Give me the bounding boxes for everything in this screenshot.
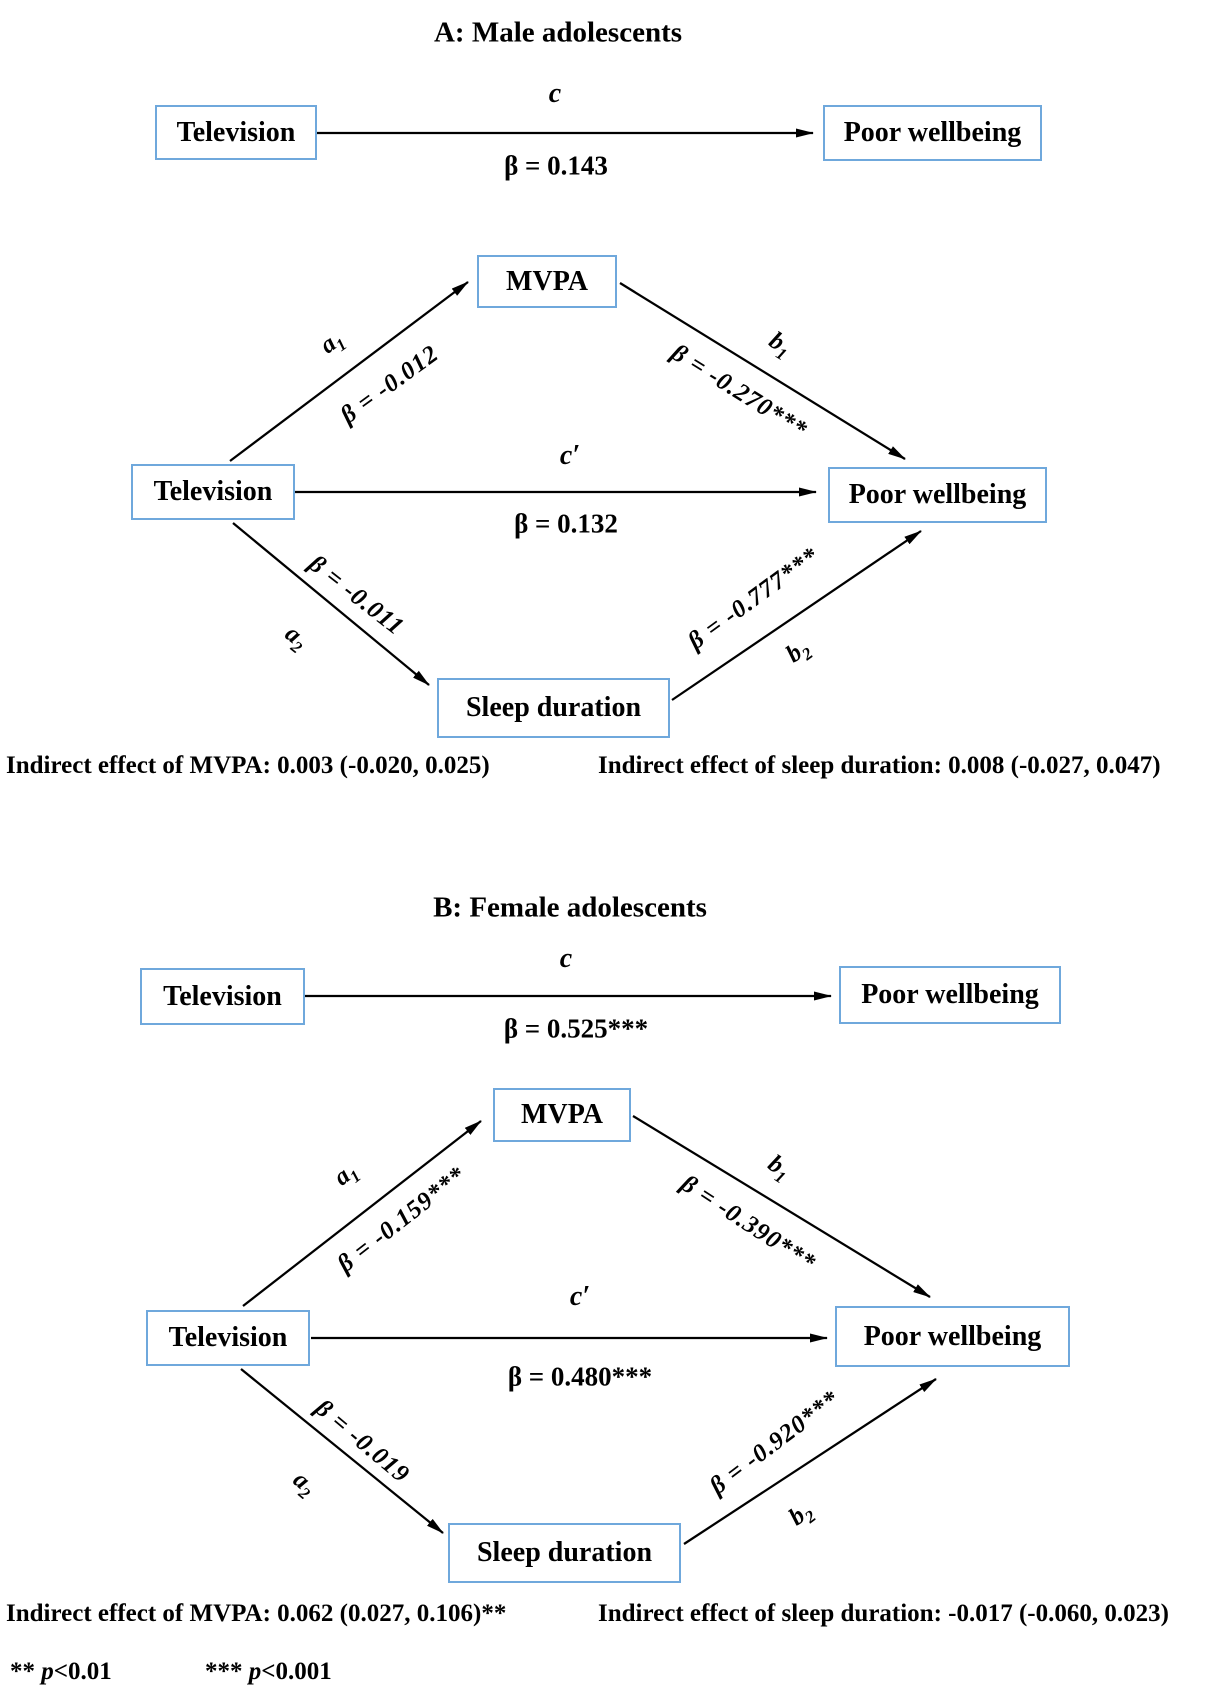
panel-a-television-box: Television bbox=[131, 464, 295, 520]
significance-note-2: ** p<0.01 bbox=[10, 1658, 112, 1686]
panel-a-indirect-sleep-text: Indirect effect of sleep duration: 0.008… bbox=[598, 752, 1161, 779]
panel-a-direct-beta: β = 0.132 bbox=[514, 508, 618, 539]
panel-b-television-box: Television bbox=[146, 1310, 310, 1366]
panel-b-path-c-label: c bbox=[559, 943, 573, 974]
panel-a-path-c-label: c bbox=[548, 78, 562, 109]
panel-b-path-b2-arrow bbox=[683, 1378, 937, 1545]
panel-b-total-beta: β = 0.525*** bbox=[503, 1013, 649, 1044]
sig3-value: <0.001 bbox=[261, 1658, 332, 1685]
panel-a-sleep-duration-box: Sleep duration bbox=[437, 678, 670, 738]
panel-b-simple-television-box: Television bbox=[140, 968, 305, 1025]
panel-b-c-prime-label: c′ bbox=[569, 1281, 591, 1312]
sig3-stars: *** bbox=[205, 1658, 243, 1685]
panel-a-path-a1-arrow bbox=[229, 281, 469, 462]
panel-a-c-prime-label: c′ bbox=[559, 440, 581, 471]
sig3-p: p bbox=[248, 1658, 262, 1685]
panel-a-indirect-mvpa-text: Indirect effect of MVPA: 0.003 (-0.020, … bbox=[6, 752, 490, 779]
sig2-stars: ** bbox=[10, 1658, 35, 1685]
panel-b-poor-wellbeing-box: Poor wellbeing bbox=[835, 1306, 1070, 1367]
panel-b-direct-beta: β = 0.480*** bbox=[507, 1361, 653, 1392]
panel-a-simple-poor-wellbeing-box: Poor wellbeing bbox=[823, 105, 1042, 161]
panel-b-simple-poor-wellbeing-box: Poor wellbeing bbox=[839, 966, 1061, 1024]
panel-b-indirect-mvpa-text: Indirect effect of MVPA: 0.062 (0.027, 0… bbox=[6, 1600, 507, 1627]
panel-b-path-a1-arrow bbox=[242, 1120, 482, 1307]
sig2-p: p bbox=[41, 1658, 54, 1685]
panel-b-path-a2-arrow bbox=[240, 1368, 444, 1534]
panel-b-path-b1-arrow bbox=[632, 1115, 931, 1298]
panel-a-poor-wellbeing-box: Poor wellbeing bbox=[828, 467, 1047, 523]
panel-a-path-b1-arrow bbox=[619, 282, 906, 460]
panel-b-mvpa-box: MVPA bbox=[493, 1088, 631, 1142]
panel-b-indirect-sleep-text: Indirect effect of sleep duration: -0.01… bbox=[598, 1600, 1169, 1627]
panel-a-total-beta: β = 0.143 bbox=[504, 150, 608, 181]
panel-a-path-a2-arrow bbox=[232, 522, 430, 686]
panel-b-sleep-duration-box: Sleep duration bbox=[448, 1523, 681, 1583]
panel-a-mvpa-box: MVPA bbox=[477, 255, 617, 308]
panel-a-simple-television-box: Television bbox=[155, 105, 317, 160]
sig2-value: <0.01 bbox=[53, 1658, 112, 1685]
significance-note-3: *** p<0.001 bbox=[205, 1658, 332, 1686]
panel-a-path-b2-arrow bbox=[671, 530, 922, 701]
panel-b-title: B: Female adolescents bbox=[433, 891, 707, 924]
panel-a-title: A: Male adolescents bbox=[433, 16, 683, 49]
